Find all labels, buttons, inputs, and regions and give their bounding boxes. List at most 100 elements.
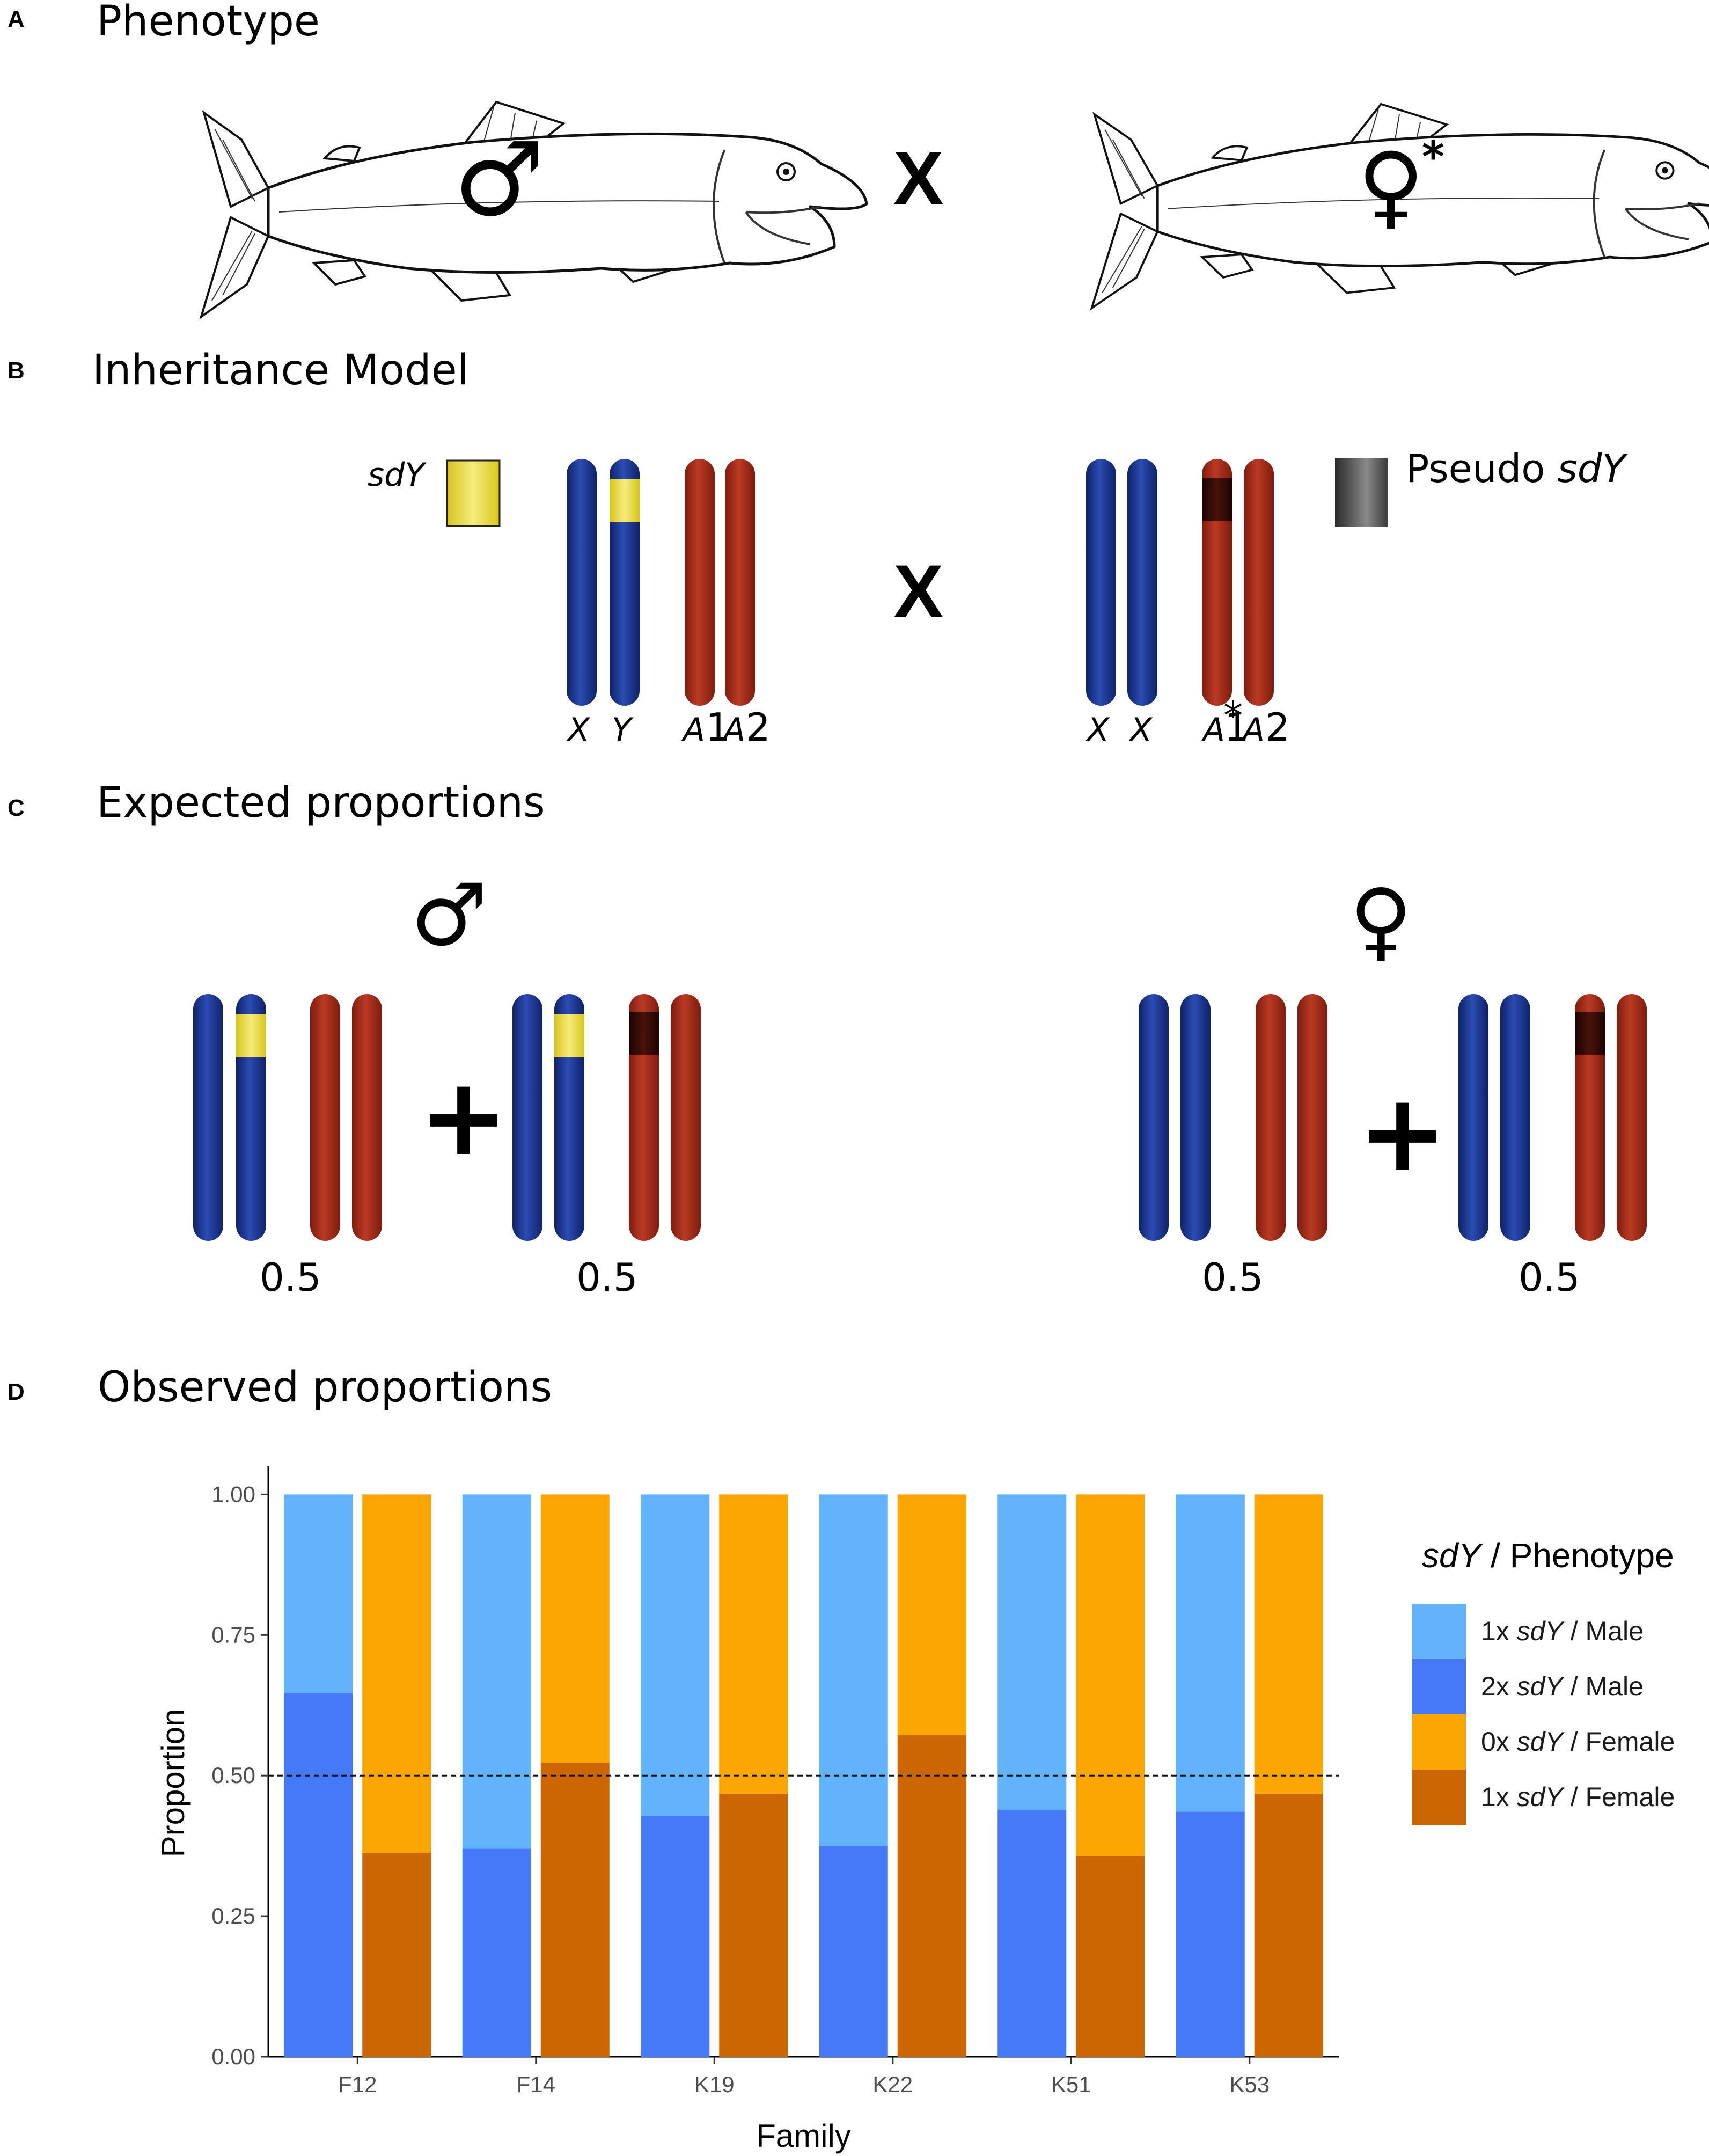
bar-male-1x-sdy: [462, 1494, 531, 1849]
bar-male-1x-sdy: [284, 1494, 353, 1693]
bar-male-1x-sdy: [997, 1494, 1067, 1810]
y-tick-label: 0.50: [211, 1763, 255, 1788]
pseudo-sdy-band: [629, 1012, 659, 1055]
bar-female-1x-sdy: [897, 1735, 966, 2057]
x-tick-label: K51: [1051, 2072, 1091, 2097]
female-a2-chromosome: [1244, 459, 1274, 706]
panel-b-title: Inheritance Model: [92, 346, 468, 394]
x-tick-label: F14: [517, 2072, 555, 2097]
female-genotype-2: [1458, 994, 1647, 1241]
sdy-swatch: [446, 459, 501, 527]
female-asterisk: *: [1422, 132, 1444, 182]
sdy-band: [236, 1014, 266, 1057]
fraction-male-2: 0.5: [576, 1255, 638, 1300]
y-tick-label: 0.25: [211, 1903, 255, 1928]
chromosome: [1256, 994, 1286, 1241]
female-chromosome-labels: X X A 1 * A 2: [1085, 693, 1290, 750]
male-symbol: ♂: [453, 120, 545, 239]
male-genotype-1: [193, 994, 382, 1241]
label-a2-sub: 2: [746, 705, 771, 750]
fraction-female-2: 0.5: [1519, 1255, 1580, 1300]
pseudo-sdy-legend-label: Pseudo sdY: [1406, 446, 1628, 491]
bar-female-0x-sdy: [362, 1494, 431, 1853]
male-x-chromosome: [567, 459, 597, 706]
chromosome: [310, 994, 340, 1241]
male-y-sdy-band: [610, 479, 640, 522]
male-a1-chromosome: [685, 459, 715, 706]
plus-sign: +: [1358, 1071, 1448, 1196]
chromosome: [1500, 994, 1530, 1241]
label-a1: A: [681, 711, 705, 749]
pseudo-sdy-swatch: [1335, 458, 1388, 527]
panel-b-letter: B: [8, 357, 25, 384]
label-y: Y: [612, 711, 634, 749]
fraction-male-1: 0.5: [260, 1255, 321, 1300]
panel-a-title: Phenotype: [97, 0, 320, 46]
x-tick-label: K53: [1229, 2072, 1270, 2097]
label-x: X: [566, 711, 591, 749]
label-a1-sub: 1: [706, 705, 730, 750]
bar-male-2x-sdy: [997, 1810, 1067, 2057]
legend-label: 1x sdY / Male: [1481, 1616, 1644, 1646]
male-genotype-2: [512, 994, 701, 1241]
bar-male-1x-sdy: [641, 1494, 710, 1816]
bar-female-0x-sdy: [1076, 1494, 1145, 1856]
chromosome: [193, 994, 223, 1241]
bar-female-0x-sdy: [1254, 1494, 1323, 1794]
panel-a-letter: A: [8, 6, 25, 32]
label-a2-sub: 2: [1265, 705, 1290, 750]
bar-male-2x-sdy: [1176, 1811, 1245, 2057]
bar-male-1x-sdy: [1176, 1494, 1245, 1812]
label-a1-star: *: [1223, 693, 1243, 738]
bar-male-2x-sdy: [819, 1846, 888, 2057]
panel-c-title: Expected proportions: [97, 779, 545, 827]
male-chromosomes: [567, 459, 755, 706]
legend-label: 1x sdY / Female: [1481, 1782, 1675, 1812]
x-tick-label: K19: [694, 2072, 735, 2097]
x-tick-label: K22: [872, 2072, 913, 2097]
female-genotype-1: [1139, 994, 1327, 1241]
panel-d-letter: D: [8, 1379, 25, 1405]
panel-c-letter: C: [8, 795, 25, 821]
inheritance-cross: X: [893, 549, 943, 633]
expected-female-symbol: ♀: [1349, 870, 1412, 970]
bar-female-0x-sdy: [540, 1494, 610, 1763]
y-axis-title: Proportion: [155, 1709, 191, 1858]
female-chromosomes: [1086, 459, 1274, 706]
label-a2: A: [1241, 711, 1265, 749]
panel-d-title: Observed proportions: [98, 1363, 552, 1412]
label-x: X: [1128, 711, 1153, 749]
bar-female-0x-sdy: [897, 1494, 966, 1735]
female-pseudo-sdy-band: [1202, 478, 1232, 521]
female-symbol: ♀: [1358, 133, 1425, 239]
bar-female-1x-sdy: [362, 1852, 431, 2057]
label-a1-sub: 1: [1224, 705, 1249, 750]
male-a2-chromosome: [725, 459, 755, 706]
bar-male-1x-sdy: [819, 1494, 888, 1846]
phenotype-cross: X: [893, 136, 943, 220]
chromosome: [1458, 994, 1488, 1241]
chromosome: [1139, 994, 1169, 1241]
chromosome: [629, 994, 659, 1241]
chromosome: [1180, 994, 1211, 1241]
bar-male-2x-sdy: [462, 1848, 531, 2057]
chromosome: [512, 994, 542, 1241]
bar-female-1x-sdy: [1076, 1856, 1145, 2057]
label-a1: A: [1201, 711, 1225, 749]
bar-female-1x-sdy: [1254, 1793, 1323, 2057]
chromosome: [1617, 994, 1647, 1241]
x-tick-label: F12: [338, 2072, 377, 2097]
male-chromosome-labels: X Y A 1 A 2: [566, 705, 771, 750]
label-a2: A: [721, 711, 745, 749]
legend-label: 0x sdY / Female: [1481, 1727, 1675, 1757]
legend-label: 2x sdY / Male: [1481, 1671, 1644, 1701]
legend-swatch: [1412, 1659, 1466, 1714]
chromosome: [1575, 994, 1605, 1241]
fraction-female-1: 0.5: [1202, 1255, 1264, 1300]
bar-female-1x-sdy: [540, 1763, 610, 2057]
plus-sign: +: [419, 1055, 509, 1180]
bar-male-2x-sdy: [284, 1693, 353, 2057]
